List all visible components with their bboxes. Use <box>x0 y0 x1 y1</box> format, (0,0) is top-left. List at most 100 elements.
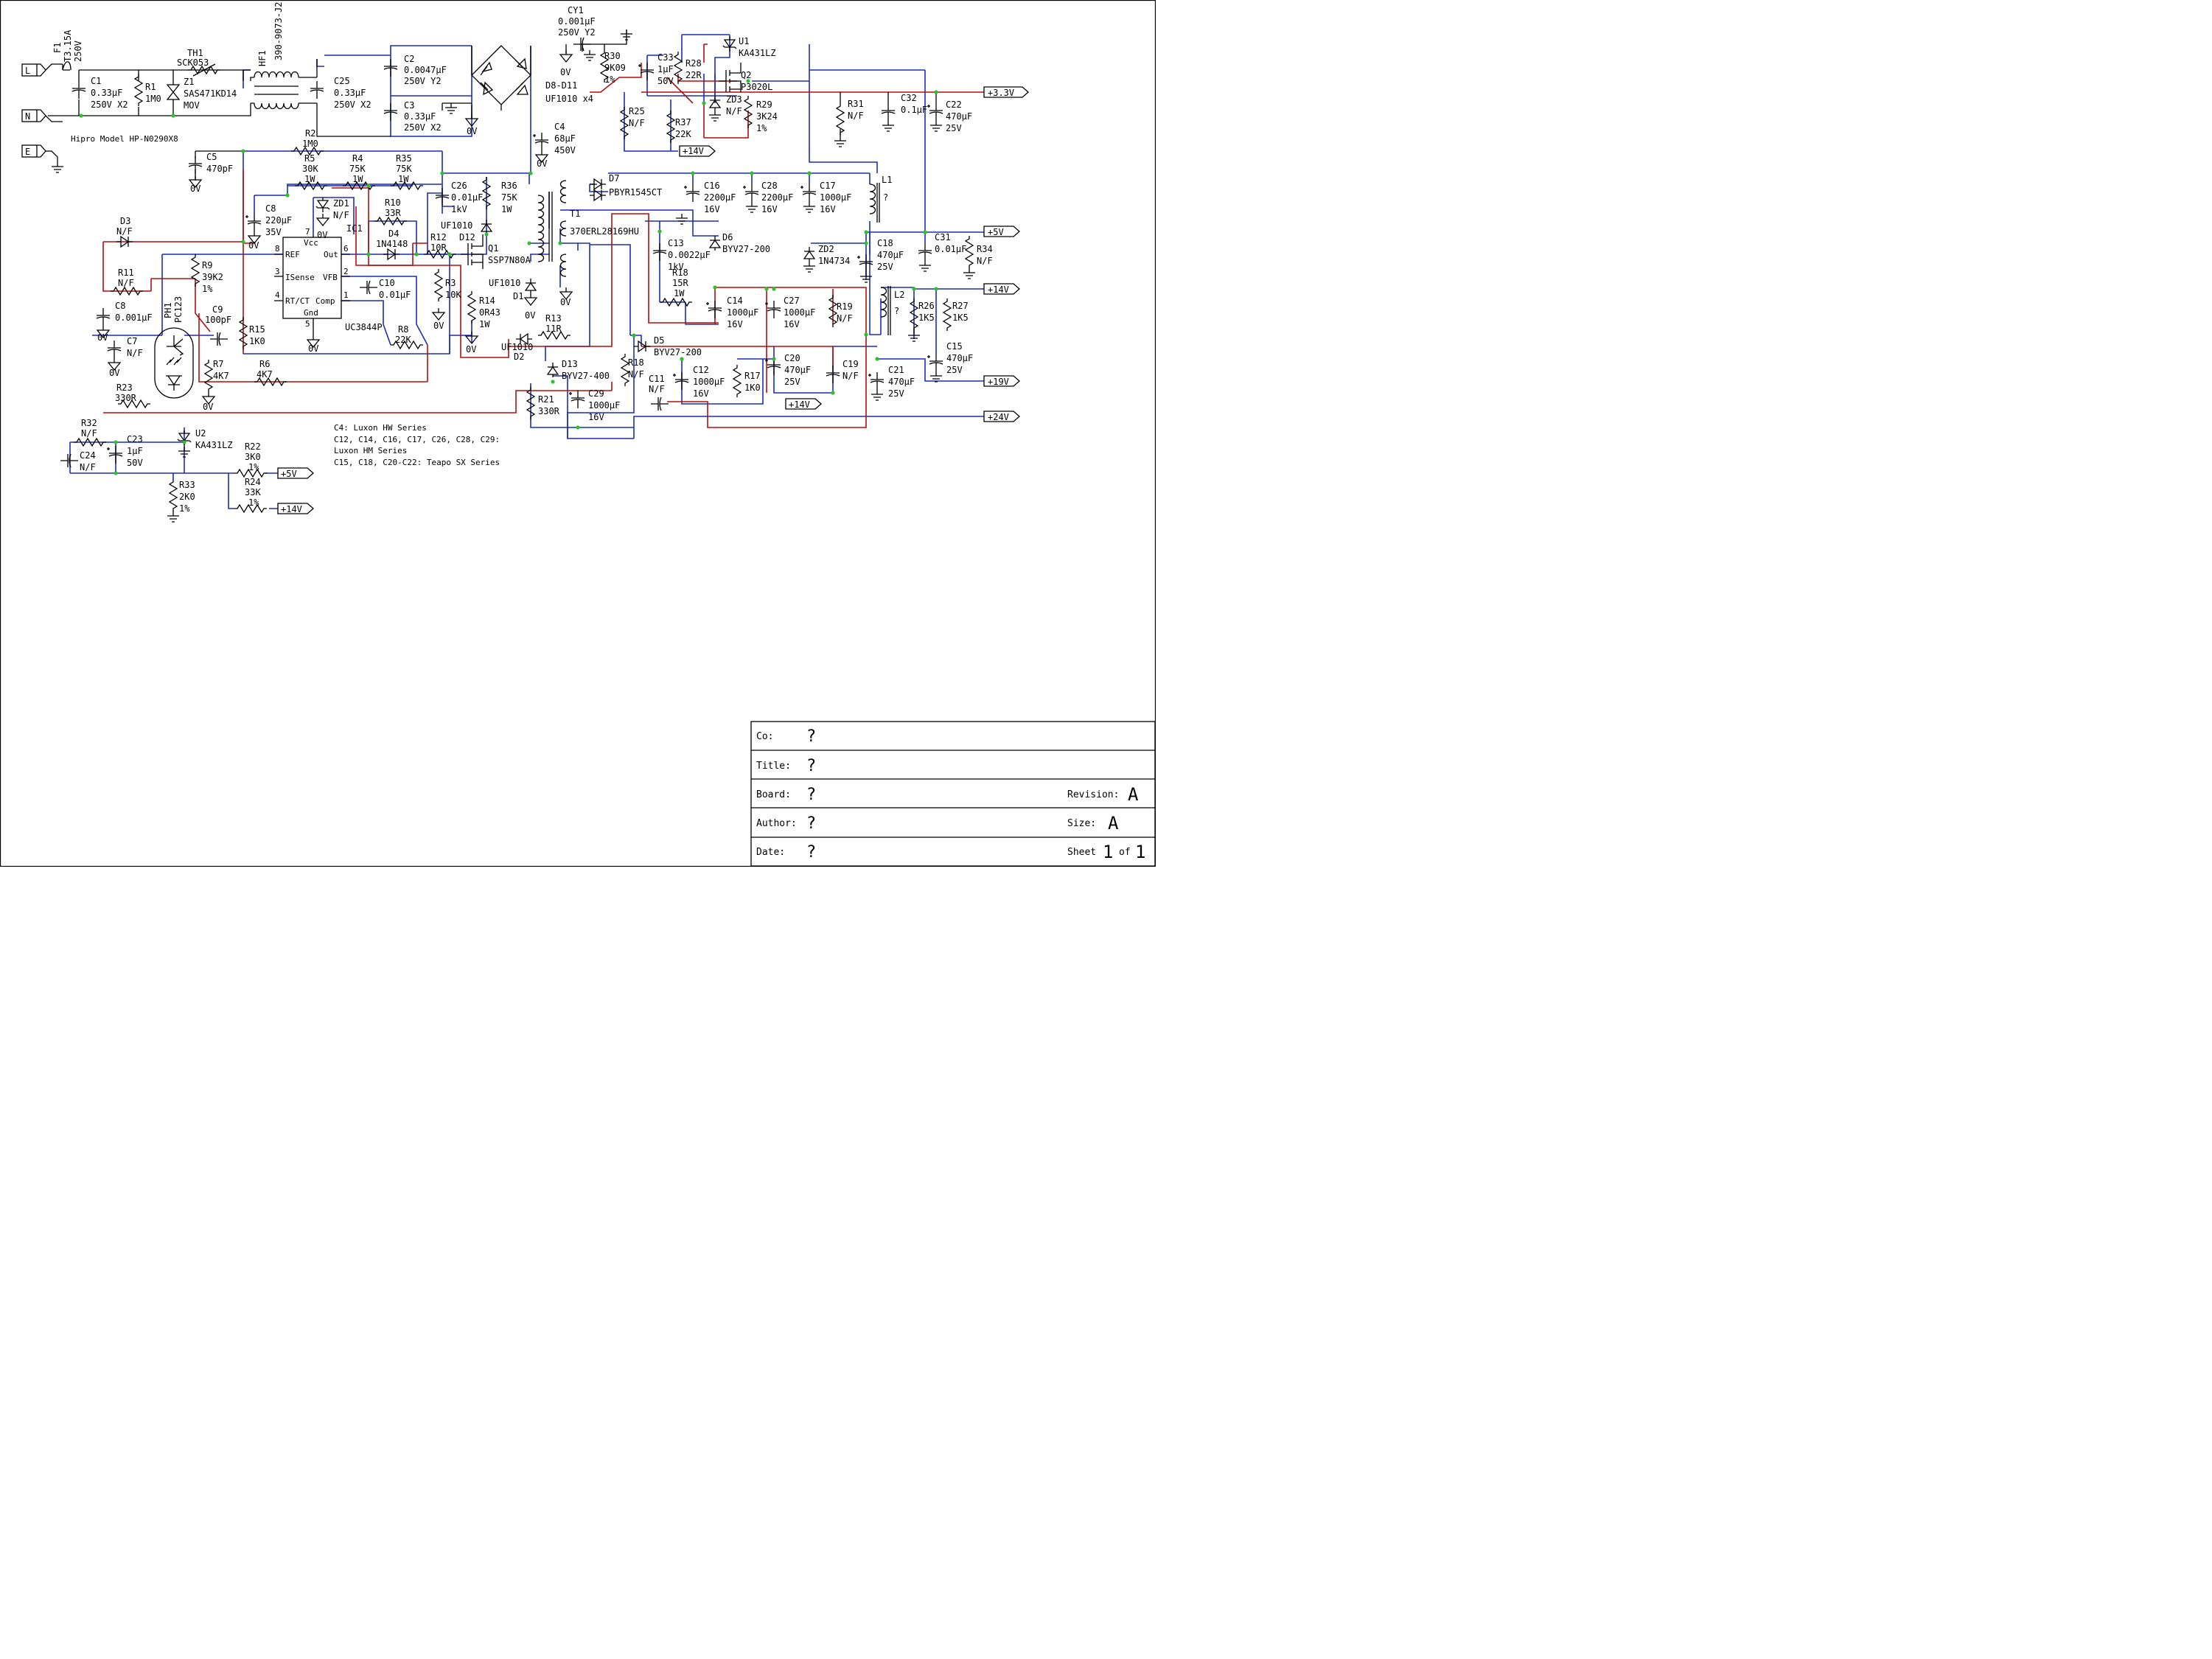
svg-text:C19: C19 <box>842 359 859 369</box>
resistor-R2: R2 1M0 <box>290 128 324 156</box>
svg-text:22R: 22R <box>685 70 702 80</box>
capacitor-C7: C7 N/F 0V <box>107 336 143 378</box>
svg-text:U2: U2 <box>195 428 206 439</box>
capacitor-C14: C14 1000µF 16V <box>705 296 758 329</box>
svg-text:C4: C4 <box>554 122 565 132</box>
svg-text:0V: 0V <box>248 240 259 251</box>
capacitor-CY1: CY1 0.001µF 250V Y2 0V <box>558 5 633 77</box>
svg-text:2K0: 2K0 <box>179 492 195 502</box>
capacitor-C29: C29 1000µF 16V <box>568 388 620 422</box>
svg-text:R18: R18 <box>628 357 644 368</box>
svg-text:+3.3V: +3.3V <box>988 88 1014 98</box>
svg-text:BYV27-200: BYV27-200 <box>654 347 702 357</box>
svg-text:D2: D2 <box>514 352 524 362</box>
svg-text:TH1: TH1 <box>187 48 203 58</box>
zener-ZD1: ZD1 N/F 0V <box>315 197 349 240</box>
optocoupler-PH1: PH1 PC123 <box>154 296 194 399</box>
capacitor-C5: C5 470pF 0V <box>188 152 233 194</box>
svg-text:0V: 0V <box>560 67 571 77</box>
svg-text:0V: 0V <box>203 402 213 412</box>
svg-text:0.33µF: 0.33µF <box>91 88 122 98</box>
resistor-R32: R32 N/F <box>73 418 107 447</box>
svg-text:4: 4 <box>275 290 280 300</box>
svg-text:25V: 25V <box>946 123 962 133</box>
svg-text:1µF: 1µF <box>657 64 674 74</box>
svg-text:Luxon HM Series: Luxon HM Series <box>334 446 407 455</box>
svg-text:0V: 0V <box>97 332 108 343</box>
svg-text:N/F: N/F <box>81 428 97 439</box>
svg-text:R14: R14 <box>479 296 495 306</box>
svg-text:16V: 16V <box>761 204 778 214</box>
svg-text:470pF: 470pF <box>206 164 233 174</box>
resistor-R23: R23 330R <box>115 383 151 408</box>
svg-text:C8: C8 <box>115 301 125 311</box>
capacitor-C31: C31 0.01µF <box>918 232 966 272</box>
svg-text:?: ? <box>894 306 899 316</box>
svg-text:0V: 0V <box>466 344 476 354</box>
svg-text:R10: R10 <box>385 198 401 208</box>
svg-text:250V Y2: 250V Y2 <box>404 76 442 86</box>
svg-text:75K: 75K <box>396 164 412 174</box>
svg-text:?: ? <box>883 192 888 203</box>
svg-text:RT/CT: RT/CT <box>285 296 310 306</box>
svg-text:16V: 16V <box>693 388 709 399</box>
svg-text:50V: 50V <box>657 76 674 86</box>
svg-text:C24: C24 <box>80 450 96 461</box>
capacitor-C8-220uf: C8 220µF 35V 0V <box>245 203 292 251</box>
svg-text:370ERL28169HU: 370ERL28169HU <box>570 226 639 237</box>
svg-text:N/F: N/F <box>118 278 134 288</box>
svg-text:1W: 1W <box>352 174 363 184</box>
svg-text:R6: R6 <box>259 359 270 369</box>
svg-text:N/F: N/F <box>649 384 665 394</box>
svg-text:+14V: +14V <box>789 399 810 410</box>
svg-text:KA431LZ: KA431LZ <box>739 48 776 58</box>
svg-text:CY1: CY1 <box>568 5 584 15</box>
svg-text:R25: R25 <box>629 106 645 116</box>
connector-E-label: E <box>25 147 30 157</box>
svg-text:C33: C33 <box>657 52 674 63</box>
resistor-R6: R6 4K7 <box>254 359 287 386</box>
svg-text:C18: C18 <box>877 238 893 248</box>
tag-14v-a: +14V <box>679 145 716 157</box>
capacitor-C11: C11 N/F <box>649 374 669 411</box>
svg-text:Sheet: Sheet <box>1067 847 1096 858</box>
svg-text:SAS471KD14: SAS471KD14 <box>184 88 237 99</box>
resistor-R27: R27 1K5 <box>943 298 969 332</box>
svg-text:1: 1 <box>1103 842 1113 862</box>
svg-text:D7: D7 <box>609 173 619 184</box>
zener-ZD2: ZD2 1N4734 <box>803 244 850 273</box>
svg-text:N/F: N/F <box>127 348 143 358</box>
svg-text:0V: 0V <box>467 126 477 136</box>
svg-text:R31: R31 <box>848 99 864 109</box>
diode-D13: D13 BYV27-400 <box>547 359 610 381</box>
output-5v: +5V <box>983 226 1020 237</box>
svg-text:33R: 33R <box>385 208 401 218</box>
svg-text:R33: R33 <box>179 480 195 490</box>
resistor-R5: R5 30K 1W <box>294 153 328 190</box>
svg-text:MOV: MOV <box>184 100 200 111</box>
svg-text:0.0047µF: 0.0047µF <box>404 65 447 75</box>
capacitor-C18: C18 470µF 25V <box>856 238 904 283</box>
svg-text:0V: 0V <box>560 297 571 307</box>
svg-text:2200µF: 2200µF <box>761 192 793 203</box>
svg-text:ISense: ISense <box>285 273 315 282</box>
svg-text:D13: D13 <box>562 359 578 369</box>
svg-text:1K5: 1K5 <box>918 312 935 323</box>
svg-text:0V: 0V <box>190 184 200 194</box>
inductor-L2: L2 ? <box>880 286 904 335</box>
svg-text:C8: C8 <box>265 203 276 214</box>
svg-text:Author:: Author: <box>756 818 797 829</box>
svg-text:390-9073-J2: 390-9073-J2 <box>273 2 284 60</box>
capacitor-C1: C1 0.33µF 250V X2 <box>71 76 128 110</box>
svg-text:16V: 16V <box>784 319 800 329</box>
svg-text:R22: R22 <box>245 441 261 452</box>
svg-text:KA431LZ: KA431LZ <box>195 440 233 450</box>
svg-text:F1: F1 <box>52 43 63 53</box>
svg-text:?: ? <box>806 843 816 862</box>
svg-text:ZD3: ZD3 <box>726 94 742 105</box>
svg-text:9K09: 9K09 <box>604 63 626 73</box>
svg-text:470µF: 470µF <box>946 111 972 122</box>
tag-5v-feedback: +5V <box>277 467 314 479</box>
svg-text:39K2: 39K2 <box>202 272 223 282</box>
svg-text:?: ? <box>806 727 816 746</box>
